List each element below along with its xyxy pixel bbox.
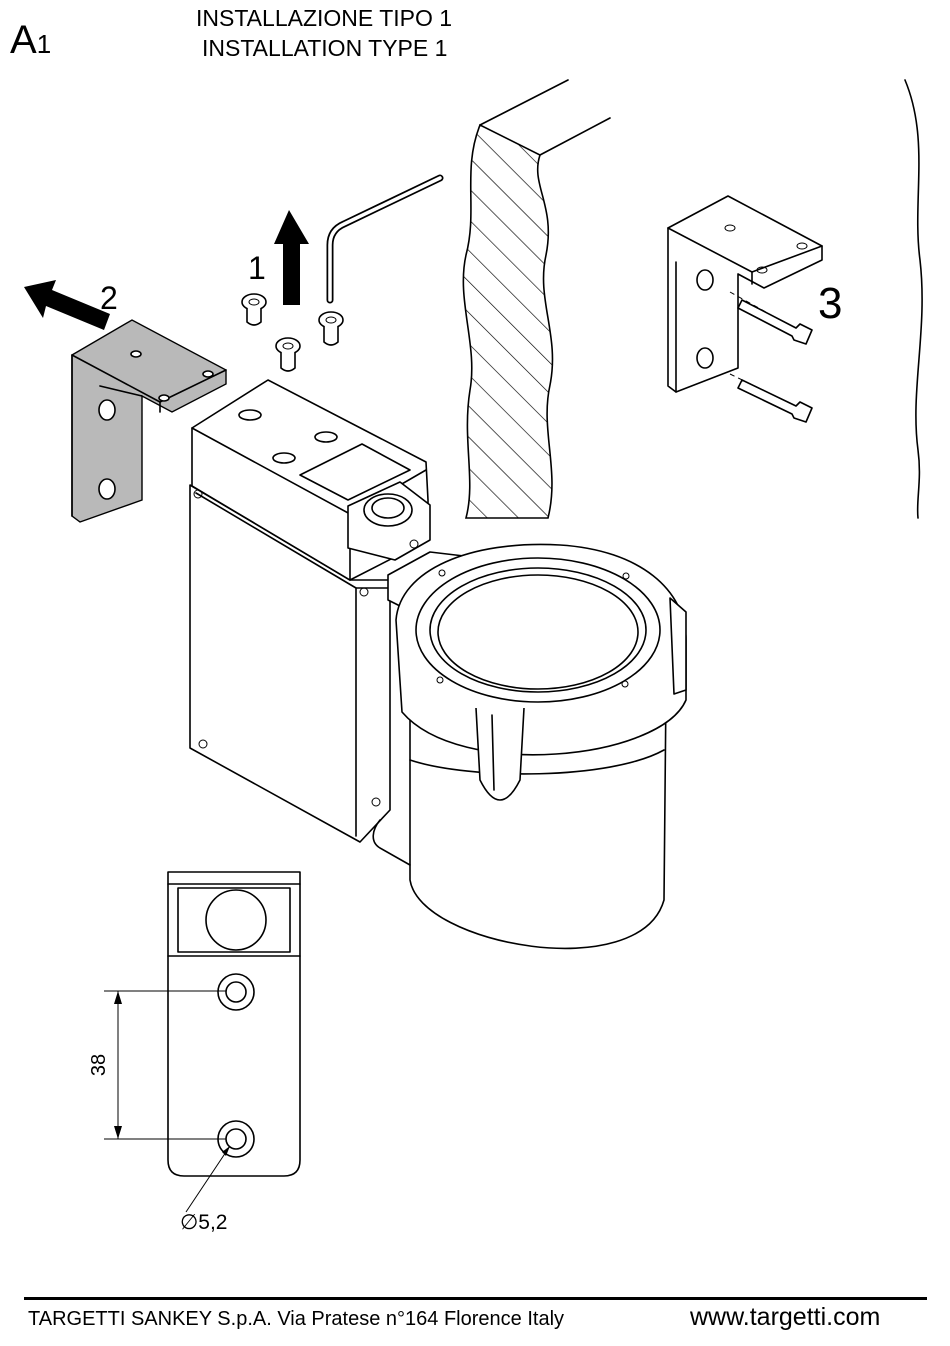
bracket-icon xyxy=(667,195,823,409)
step-1-label: 1 xyxy=(248,250,266,286)
title-italian: INSTALLAZIONE TIPO 1 xyxy=(196,5,453,31)
footer-website: www.targetti.com xyxy=(690,1303,881,1331)
arrow-left-icon xyxy=(24,280,110,330)
screw-icon xyxy=(318,311,344,346)
lamp-head xyxy=(372,543,687,950)
sheet-identifier: A1 xyxy=(10,20,51,60)
wall-screw-icon xyxy=(737,299,813,345)
wall-screw-icon xyxy=(737,379,813,423)
bracket-icon xyxy=(71,319,227,523)
footer-company: TARGETTI SANKEY S.p.A. Via Pratese n°164… xyxy=(28,1308,565,1330)
step-2-label: 2 xyxy=(100,280,118,316)
sheet-letter: A xyxy=(10,18,37,62)
footer-divider xyxy=(24,1297,927,1300)
screw-icon xyxy=(241,293,267,326)
sheet-number: 1 xyxy=(36,29,52,59)
step-3-label: 3 xyxy=(818,279,843,328)
screw-icon xyxy=(275,337,301,372)
hole-diameter-dimension: ∅5,2 xyxy=(180,1211,228,1234)
hex-key-icon xyxy=(326,174,444,304)
hole-spacing-dimension: 38 xyxy=(88,1053,111,1077)
arrow-up-icon xyxy=(274,210,309,305)
ceiling-section xyxy=(462,79,923,519)
front-view-detail xyxy=(104,871,301,1213)
title-english: INSTALLATION TYPE 1 xyxy=(202,35,448,61)
